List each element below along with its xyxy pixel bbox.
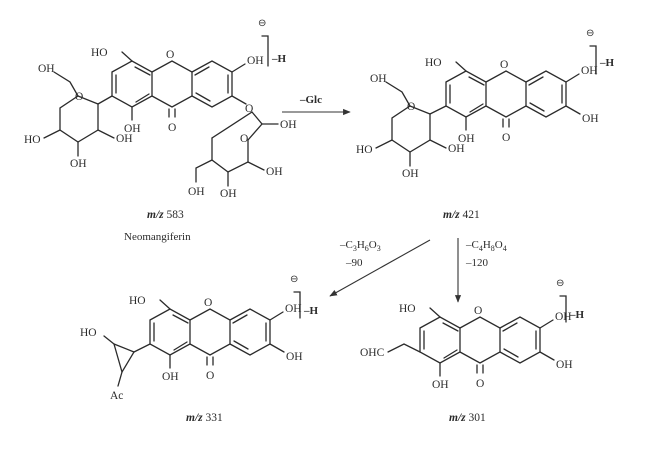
atom-label: OH: [70, 158, 87, 170]
atom-label: O: [166, 49, 174, 61]
atom-label: O: [474, 305, 482, 317]
atom-label: HO: [356, 144, 373, 156]
structure-421: HO OH O O OH OH O OH HO OH OH ⊖ –H m/z 4…: [356, 28, 615, 221]
charge-symbol: ⊖: [556, 278, 564, 289]
atom-label: O: [502, 132, 510, 144]
atom-label: OH: [116, 133, 133, 145]
arrow-c3h6o3: –C3H6O3 –90: [329, 239, 431, 297]
charge-bracket: [293, 291, 301, 319]
arrow-formula: –C4H8O4: [465, 239, 507, 253]
atom-label: OH: [370, 73, 387, 85]
atom-label: HO: [425, 57, 442, 69]
charge-label: –H: [271, 53, 287, 65]
atom-label: O: [407, 101, 415, 113]
charge-symbol: ⊖: [586, 28, 594, 39]
arrow-mass: –90: [345, 257, 363, 269]
atom-label: OH: [162, 371, 179, 383]
structure-583: HO OH O O OH O O OH HO OH OH O OH OH OH …: [24, 18, 297, 243]
charge-symbol: ⊖: [258, 18, 266, 29]
charge-bracket: [261, 35, 269, 67]
atom-label: HO: [80, 327, 97, 339]
mz-label-583: m/z 583: [147, 209, 184, 221]
atom-label: OH: [220, 188, 237, 200]
atom-label: OH: [247, 55, 264, 67]
charge-bracket: [589, 45, 597, 75]
arrow-glc: –Glc: [282, 94, 351, 116]
atom-label: O: [168, 122, 176, 134]
charge-bracket: [559, 295, 567, 323]
charge-label: –H: [303, 305, 319, 317]
arrow-c4h8o4: –C4H8O4 –120: [454, 238, 507, 303]
atom-label: OH: [582, 113, 599, 125]
atom-label: O: [240, 133, 248, 145]
atom-label: O: [500, 59, 508, 71]
atom-label: HO: [129, 295, 146, 307]
atom-label: OH: [448, 143, 465, 155]
atom-label: HO: [24, 134, 41, 146]
structure-301: HO OH O O OH OH OHC ⊖ –H m/z 301: [360, 278, 585, 424]
charge-label: –H: [599, 57, 615, 69]
atom-label: O: [245, 103, 253, 115]
charge-label: –H: [569, 309, 585, 321]
mz-label-331: m/z 331: [186, 412, 223, 424]
atom-label: OH: [458, 133, 475, 145]
arrow-formula: –C3H6O3: [339, 239, 381, 253]
structure-331: HO OH O O OH OH HO Ac ⊖ –H m/z 331: [80, 274, 319, 424]
atom-label: OH: [266, 166, 283, 178]
atom-label: O: [204, 297, 212, 309]
atom-label: O: [476, 378, 484, 390]
mz-label-301: m/z 301: [449, 412, 486, 424]
atom-label: OH: [188, 186, 205, 198]
atom-label: OH: [280, 119, 297, 131]
arrow-label: –Glc: [299, 94, 322, 106]
atom-label: HO: [91, 47, 108, 59]
compound-name: Neomangiferin: [124, 231, 191, 243]
atom-label: O: [75, 91, 83, 103]
atom-label: OH: [432, 379, 449, 391]
atom-label: Ac: [110, 390, 123, 402]
atom-label: OH: [38, 63, 55, 75]
charge-symbol: ⊖: [290, 274, 298, 285]
atom-label: OH: [556, 359, 573, 371]
mz-label-421: m/z 421: [443, 209, 480, 221]
atom-label: O: [206, 370, 214, 382]
atom-label: OH: [402, 168, 419, 180]
atom-label: OH: [555, 311, 572, 323]
atom-label: OH: [286, 351, 303, 363]
atom-label: OHC: [360, 347, 385, 359]
atom-label: OH: [581, 65, 598, 77]
atom-label: OH: [124, 123, 141, 135]
atom-label: HO: [399, 303, 416, 315]
arrow-mass: –120: [465, 257, 489, 269]
atom-label: OH: [285, 303, 302, 315]
